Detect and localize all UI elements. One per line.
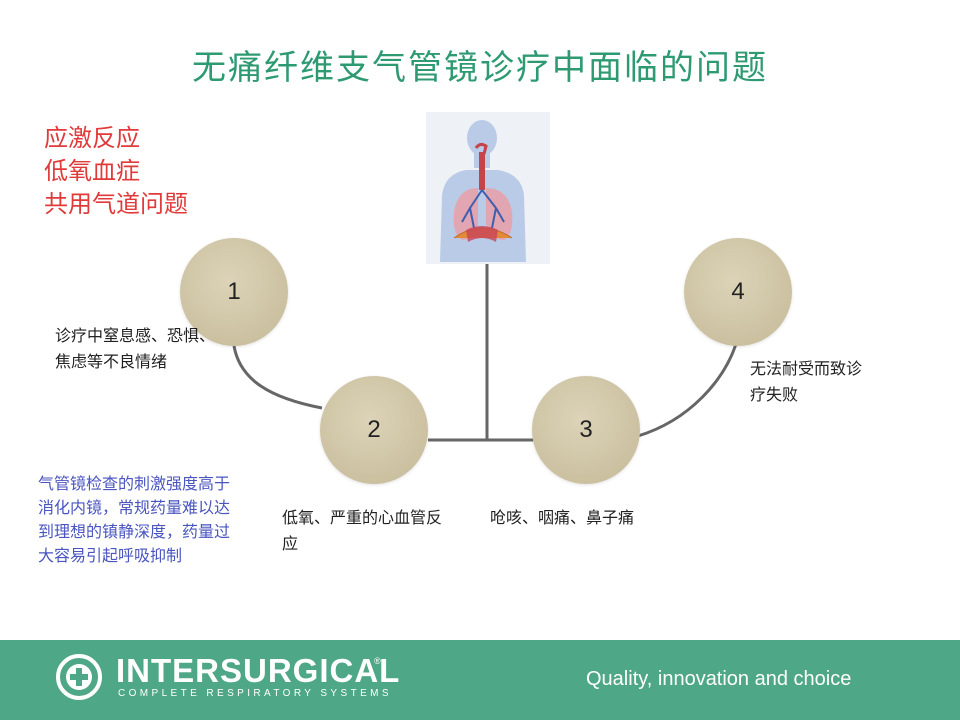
slide-title: 无痛纤维支气管镜诊疗中面临的问题	[192, 48, 768, 88]
problem-item: 低氧血症	[44, 157, 140, 185]
side-note: 气管镜检查的刺激强度高于消化内镜，常规药量难以达到理想的镇静深度，药量过大容易引…	[38, 474, 231, 565]
footer-bar: INTERSURGICAL ® COMPLETE RESPIRATORY SYS…	[0, 640, 960, 720]
problem-item: 应激反应	[44, 124, 140, 152]
node-3-note: 呛咳、咽痛、鼻子痛	[490, 508, 635, 527]
node-1-note: 诊疗中窒息感、恐惧、焦虑等不良情绪	[55, 326, 216, 371]
connector-3-4	[637, 343, 738, 438]
diagram-node-4: 4	[684, 238, 792, 346]
diagram-node-3: 3	[532, 376, 640, 484]
brand-name: INTERSURGICAL	[116, 652, 401, 689]
node-2-note: 低氧、严重的心血管反应	[282, 508, 443, 553]
brand-subtitle: COMPLETE RESPIRATORY SYSTEMS	[118, 688, 392, 699]
respiratory-system-image	[426, 112, 550, 264]
diagram-node-1: 1	[180, 238, 288, 346]
connector-1-2	[232, 345, 323, 410]
problem-list: 应激反应 低氧血症 共用气道问题	[44, 122, 188, 221]
intersurgical-logo-icon	[56, 654, 102, 700]
registered-mark: ®	[374, 656, 381, 666]
problem-item: 共用气道问题	[44, 190, 188, 218]
diagram-node-2: 2	[320, 376, 428, 484]
footer-tagline: Quality, innovation and choice	[586, 668, 852, 690]
node-4-note: 无法耐受而致诊疗失败	[750, 359, 863, 404]
